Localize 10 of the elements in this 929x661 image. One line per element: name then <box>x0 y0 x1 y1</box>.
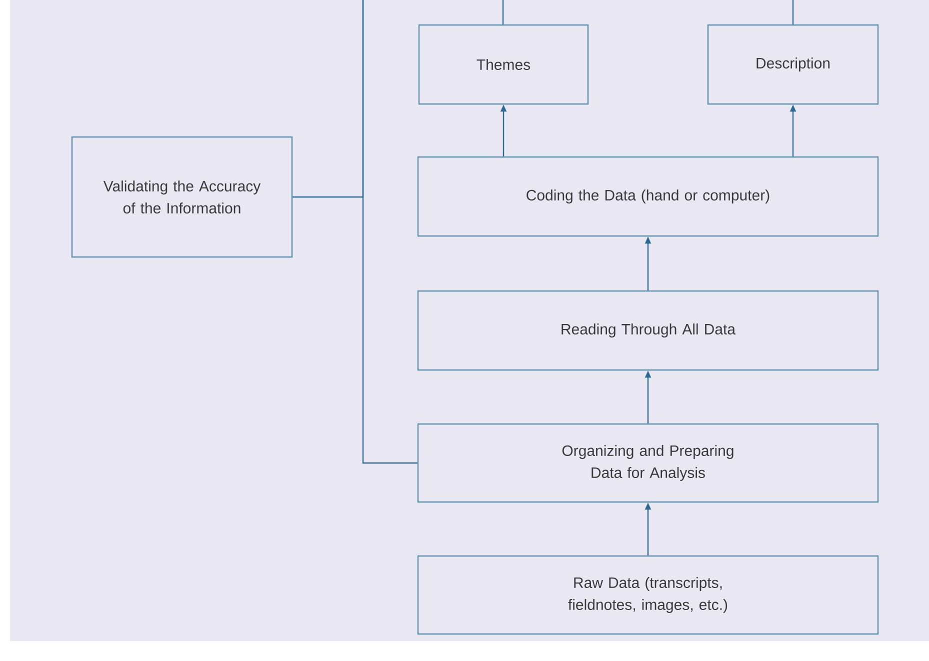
process-box: Organizing and Preparing Data for Analysis <box>417 423 879 503</box>
connector-line <box>792 0 794 24</box>
process-box: Coding the Data (hand or computer) <box>417 156 879 237</box>
process-box: Reading Through All Data <box>417 290 879 371</box>
process-box: Validating the Accuracy of the Information <box>71 136 293 258</box>
process-box: Themes <box>418 24 589 105</box>
connector-line <box>362 0 418 464</box>
connector-line <box>502 0 504 24</box>
process-box: Description <box>707 24 879 105</box>
process-box: Raw Data (transcripts, fieldnotes, images, etc.) <box>417 555 879 635</box>
